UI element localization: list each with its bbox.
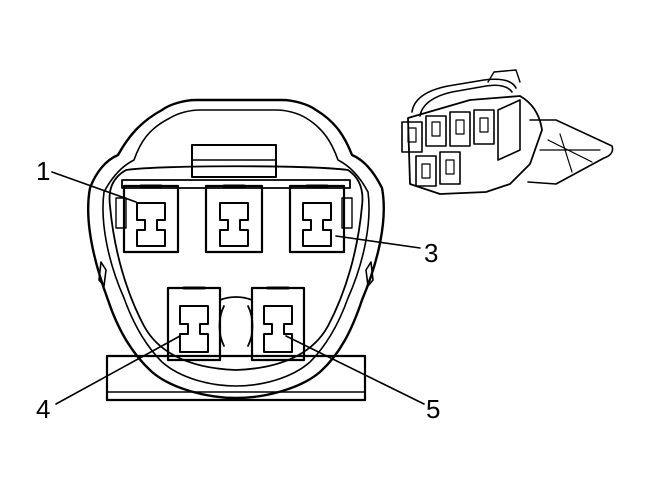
callout-3: 3 xyxy=(424,238,438,268)
housing-inner-rim xyxy=(102,109,370,387)
terminal-cavity-2 xyxy=(204,184,264,254)
leader-lines xyxy=(51,171,425,405)
mounting-flange xyxy=(105,354,367,402)
callout-4: 4 xyxy=(36,394,50,424)
callout-1: 1 xyxy=(36,156,50,186)
outer-housing xyxy=(87,98,385,400)
center-post xyxy=(218,296,254,347)
callout-5: 5 xyxy=(426,394,440,424)
leader-line-5 xyxy=(285,335,425,405)
terminal-cavity-4 xyxy=(166,286,222,362)
side-notch-right xyxy=(365,261,374,287)
connector-isometric-view xyxy=(401,69,614,195)
terminal-cavity-5 xyxy=(250,286,306,362)
connector-face xyxy=(87,98,385,402)
leader-line-3 xyxy=(335,235,421,249)
latch-tab xyxy=(191,144,277,178)
seal-ring xyxy=(108,165,364,371)
terminal-row-band xyxy=(121,179,351,189)
terminal-cavity-3 xyxy=(288,184,353,254)
terminal-cavity-1 xyxy=(115,184,180,254)
leader-line-4 xyxy=(55,335,181,405)
side-notch-left xyxy=(98,261,107,287)
leader-line-1 xyxy=(51,171,137,203)
